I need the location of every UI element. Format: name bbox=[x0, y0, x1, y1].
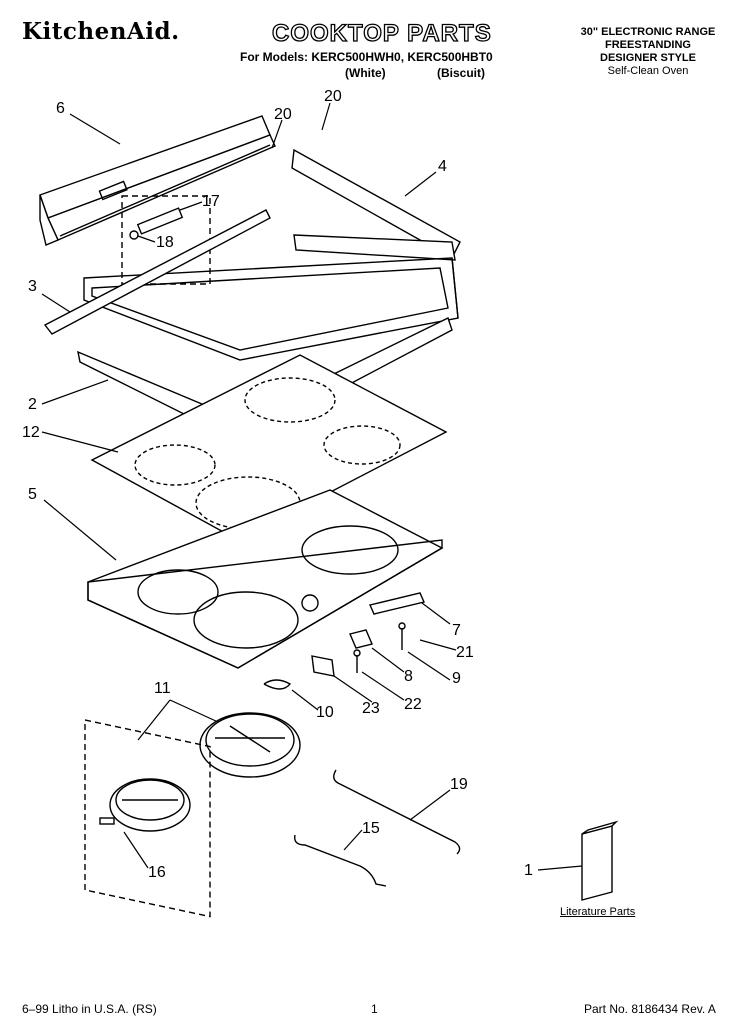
part-16-element-small bbox=[99, 778, 191, 832]
callout-2: 2 bbox=[28, 396, 37, 413]
part-19-wire bbox=[333, 769, 461, 855]
callout-8: 8 bbox=[404, 668, 413, 685]
brand-logo: KitchenAid. bbox=[22, 18, 180, 45]
part-11-element-large bbox=[199, 712, 301, 778]
callout-5: 5 bbox=[28, 486, 37, 503]
model-variants: (White) (Biscuit) bbox=[345, 66, 533, 80]
callout-16: 16 bbox=[148, 864, 166, 881]
callout-20a: 20 bbox=[274, 106, 292, 123]
part-15-wire bbox=[294, 834, 387, 887]
part-3-trim bbox=[43, 209, 271, 335]
callout-4: 4 bbox=[438, 158, 447, 175]
part-number: Part No. 8186434 Rev. A bbox=[584, 1002, 716, 1016]
part-11-group-box bbox=[84, 719, 211, 918]
models-line: For Models: KERC500HWH0, KERC500HBT0 bbox=[240, 50, 493, 64]
part-5-burner-box bbox=[87, 489, 444, 669]
part-6-backguard bbox=[39, 115, 276, 246]
callout-19: 19 bbox=[450, 776, 468, 793]
product-line-1: 30" ELECTRONIC RANGE bbox=[580, 26, 716, 38]
page-number: 1 bbox=[371, 1002, 378, 1016]
page-title: COOKTOP PARTS bbox=[271, 19, 492, 47]
callout-11: 11 bbox=[154, 680, 171, 697]
product-line-3: DESIGNER STYLE bbox=[600, 52, 696, 64]
callout-12: 12 bbox=[22, 424, 40, 441]
callout-9: 9 bbox=[452, 670, 461, 687]
footer-litho: 6–99 Litho in U.S.A. (RS) bbox=[22, 1002, 157, 1016]
callout-15: 15 bbox=[362, 820, 380, 837]
callout-6: 6 bbox=[56, 100, 65, 117]
product-line-2: FREESTANDING bbox=[605, 39, 691, 51]
callout-17: 17 bbox=[202, 193, 220, 210]
part-1-literature bbox=[581, 820, 619, 901]
callout-21: 21 bbox=[456, 644, 474, 661]
callout-7: 7 bbox=[452, 622, 461, 639]
callout-20b: 20 bbox=[324, 88, 342, 105]
callout-18: 18 bbox=[156, 234, 174, 251]
callout-23: 23 bbox=[362, 700, 380, 717]
product-description: 30" ELECTRONIC RANGE FREESTANDING DESIGN… bbox=[560, 26, 736, 78]
callout-22: 22 bbox=[404, 696, 422, 713]
leader-lines bbox=[41, 102, 583, 871]
callout-1: 1 bbox=[524, 862, 533, 879]
variant-biscuit: (Biscuit) bbox=[437, 66, 485, 80]
literature-parts-label: Literature Parts bbox=[560, 906, 636, 918]
product-subline: Self-Clean Oven bbox=[607, 65, 689, 77]
callout-3: 3 bbox=[28, 278, 37, 295]
part-4-frame bbox=[83, 148, 461, 361]
callout-10: 10 bbox=[316, 704, 334, 721]
small-hardware bbox=[263, 592, 425, 690]
variant-white: (White) bbox=[345, 66, 386, 80]
